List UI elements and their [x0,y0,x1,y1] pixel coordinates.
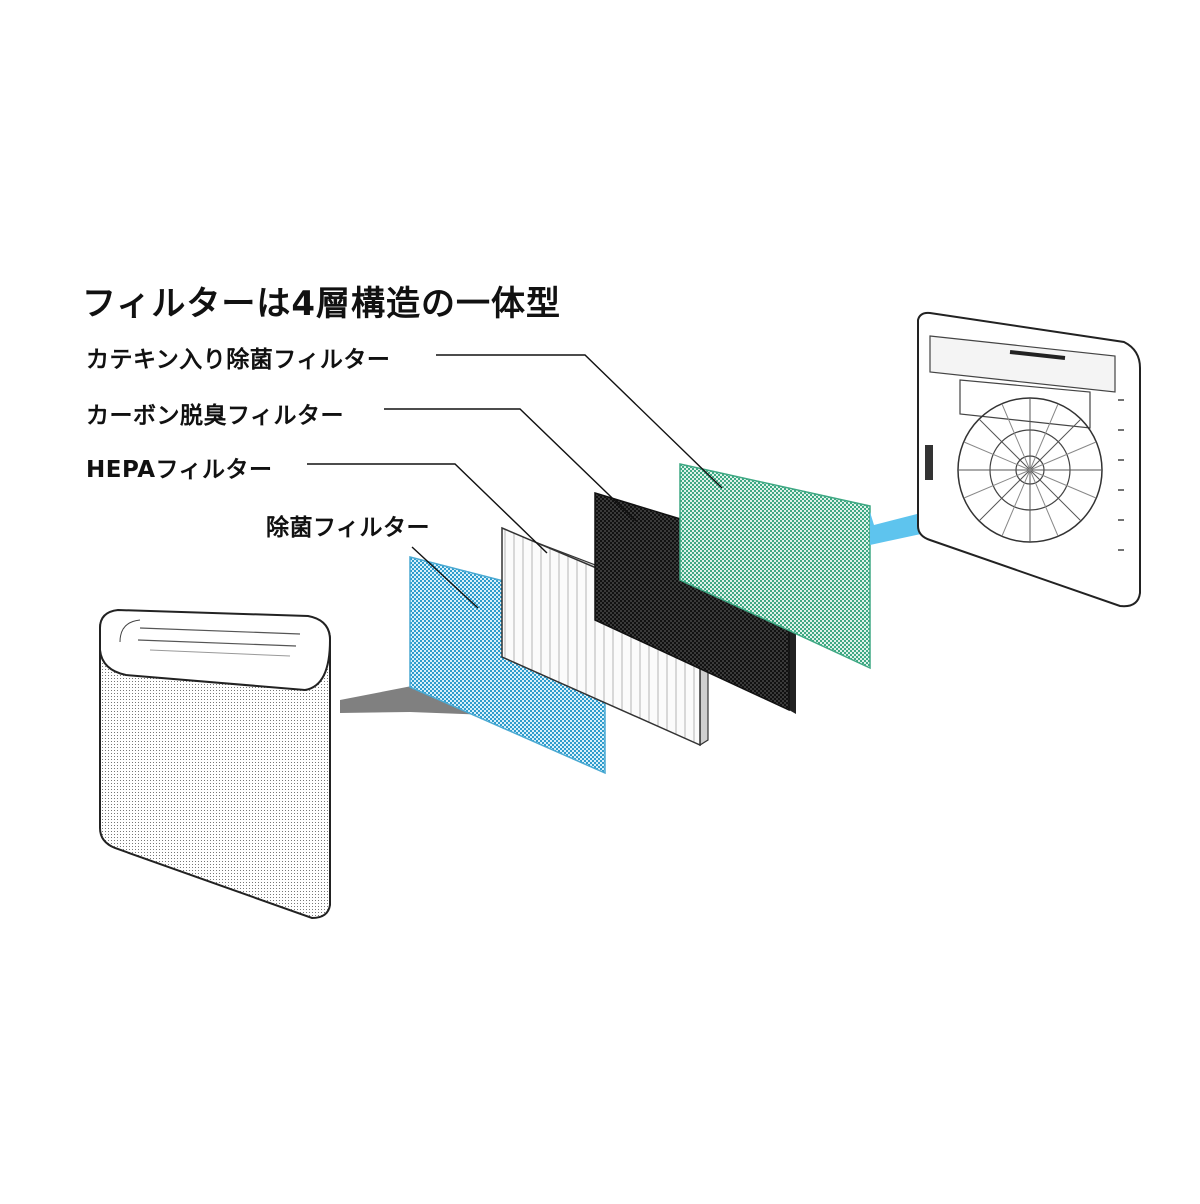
leader-antibacterial [411,546,479,609]
label-catechin-filter: カテキン入り除菌フィルター [86,347,391,373]
catechin-filter [679,463,871,670]
label-carbon-filter: カーボン脱臭フィルター [86,403,345,429]
label-antibacterial-filter: 除菌フィルター [266,515,431,541]
leader-hepa [307,463,548,554]
diagram-title: フィルターは4層構造の一体型 [82,284,561,324]
leader-carbon [384,408,637,522]
air-purifier-front-icon [99,608,332,920]
leader-catechin [436,354,723,489]
leader-lines [307,354,723,609]
label-hepa-filter: HEPAフィルター [86,457,273,483]
air-purifier-back-icon [917,311,1141,608]
